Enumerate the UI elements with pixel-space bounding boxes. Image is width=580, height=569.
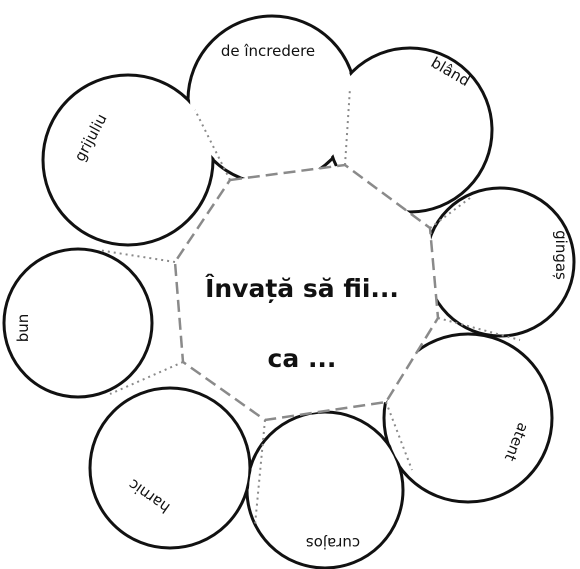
petal-label-curajos: curajos: [306, 534, 360, 552]
petal-label-bun: bun: [14, 314, 32, 343]
petal-label-gingas: gingaș: [552, 230, 570, 280]
center-title: Învață să fii...: [205, 274, 399, 303]
petal-label-de-incredere: de încredere: [221, 42, 315, 60]
center-subtitle: ca ...: [268, 344, 337, 373]
